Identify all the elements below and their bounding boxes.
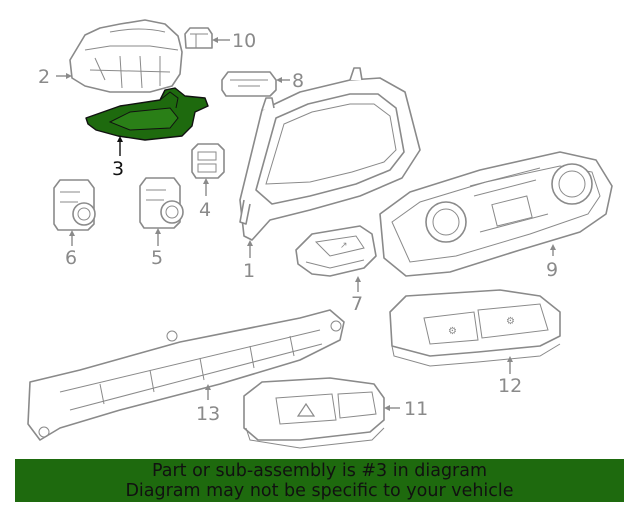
callout-10: 10 [232, 30, 256, 52]
part-10-clip [184, 27, 213, 49]
part-12-switch-bank: ⚙ ⚙ [389, 289, 561, 367]
part-11-hazard-module [243, 377, 385, 449]
callout-4: 4 [199, 199, 211, 221]
part-7-button-module: ↗ [295, 225, 377, 277]
notice-banner: Part or sub-assembly is #3 in diagram Di… [15, 459, 624, 502]
banner-line-1: Part or sub-assembly is #3 in diagram [151, 461, 488, 481]
svg-text:⚙: ⚙ [448, 326, 457, 337]
part-3-bracket-highlighted [85, 87, 209, 141]
part-5-switch [139, 177, 184, 229]
svg-text:⚙: ⚙ [506, 316, 515, 327]
part-4-switch [191, 143, 225, 179]
callout-11: 11 [404, 398, 428, 420]
callout-13: 13 [196, 403, 220, 425]
callout-12: 12 [498, 375, 522, 397]
banner-line-2: Diagram may not be specific to your vehi… [125, 481, 514, 501]
callout-3-highlighted: 3 [112, 158, 124, 180]
part-2-housing [69, 19, 183, 93]
part-1-cluster-frame [239, 67, 421, 241]
callout-7: 7 [351, 293, 363, 315]
callout-8: 8 [292, 70, 304, 92]
callout-6: 6 [65, 247, 77, 269]
part-9-climate-panel [379, 151, 613, 277]
part-8-switch [221, 71, 277, 97]
part-6-switch [53, 179, 96, 231]
part-13-long-bracket [27, 309, 345, 441]
svg-text:↗: ↗ [340, 241, 348, 251]
callout-1: 1 [243, 260, 255, 282]
callout-5: 5 [151, 247, 163, 269]
parts-diagram: ↗ ⚙ ⚙ [27, 19, 613, 449]
callout-9: 9 [546, 259, 558, 281]
leader-lines [56, 37, 556, 411]
callout-2: 2 [38, 66, 50, 88]
